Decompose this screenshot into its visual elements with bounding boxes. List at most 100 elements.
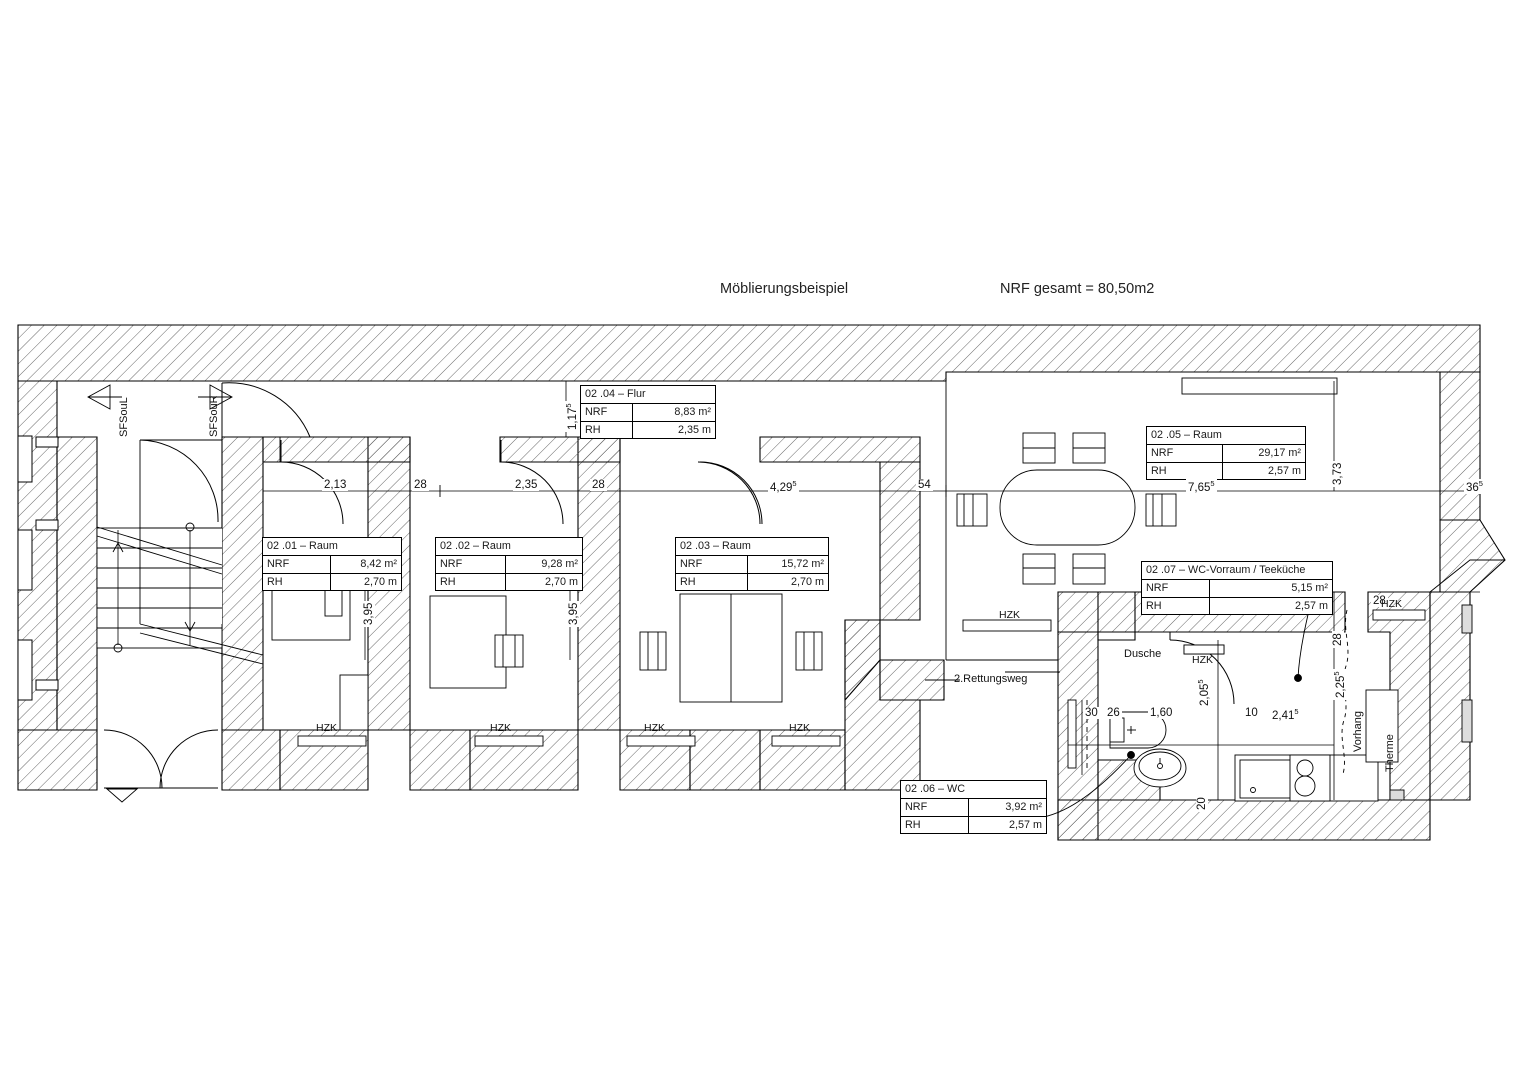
- label-hzk-1: HZK: [316, 722, 337, 734]
- label-sfsoul: SFSouL: [118, 397, 130, 437]
- room-nrf-value: 9,28 m²: [541, 557, 578, 570]
- room-nrf-value: 29,17 m²: [1258, 446, 1301, 459]
- room-nrf-value: 5,15 m²: [1291, 581, 1328, 594]
- room-nrf-value: 8,83 m²: [674, 405, 711, 418]
- room-nrf-row: NRF 8,83 m²: [581, 403, 715, 422]
- dimension-1-60: 1,60: [1148, 707, 1175, 719]
- label-therme: Therme: [1384, 734, 1396, 772]
- room-rh-value: 2,70 m: [363, 575, 397, 588]
- room-rh-value: 2,57 m: [1294, 599, 1328, 612]
- room-table-05: 02 .05 – Raum NRF 29,17 m² RH 2,57 m: [1146, 426, 1306, 481]
- room-rh-row: RH 2,57 m: [901, 816, 1046, 834]
- room-rh-value: 2,57 m: [1008, 818, 1042, 831]
- dimension-36: 365: [1464, 479, 1485, 494]
- interior-thin-lines: [262, 372, 1441, 730]
- room-rh-row: RH 2,70 m: [676, 573, 828, 591]
- dimension-28-right: 28: [1332, 631, 1344, 648]
- room-rh-row: RH 2,70 m: [263, 573, 401, 591]
- room-nrf-value: 8,42 m²: [360, 557, 397, 570]
- room-nrf-value: 15,72 m²: [781, 557, 824, 570]
- label-rettungsweg: 2.Rettungsweg: [954, 673, 1028, 685]
- room-rh-key: RH: [901, 816, 969, 834]
- page-title-right: NRF gesamt = 80,50m2: [1000, 281, 1155, 297]
- dimension-4-29: 4,295: [768, 479, 799, 494]
- label-sfsour: SFSouR: [208, 395, 220, 437]
- room-rh-row: RH 2,57 m: [1147, 462, 1305, 480]
- level-marker-triangle: [105, 788, 139, 803]
- dimension-2-41: 2,415: [1270, 707, 1301, 722]
- room-rh-key: RH: [263, 573, 331, 591]
- dimension-2-35: 2,35: [513, 479, 540, 491]
- room-nrf-key: NRF: [676, 555, 748, 573]
- room-header: 02 .02 – Raum: [436, 538, 582, 556]
- dimension-20: 20: [1196, 795, 1208, 812]
- dimension-28-b: 28: [590, 479, 607, 491]
- label-hzk-4: HZK: [789, 722, 810, 734]
- room-rh-key: RH: [436, 573, 506, 591]
- room-rh-value: 2,35 m: [677, 423, 711, 436]
- dimension-30: 30: [1083, 707, 1100, 719]
- dimension-28-far-right: 28: [1371, 595, 1388, 607]
- dimension-10: 10: [1243, 707, 1260, 719]
- room-rh-row: RH 2,70 m: [436, 573, 582, 591]
- room-nrf-key: NRF: [1142, 579, 1210, 597]
- room-header: 02 .04 – Flur: [581, 386, 715, 404]
- room-nrf-key: NRF: [1147, 444, 1223, 462]
- room-nrf-row: NRF 29,17 m²: [1147, 444, 1305, 463]
- room-header: 02 .03 – Raum: [676, 538, 828, 556]
- dimension-2-25: 2,255: [1332, 669, 1347, 700]
- room-table-02: 02 .02 – Raum NRF 9,28 m² RH 2,70 m: [435, 537, 583, 592]
- page-title-left: Möblierungsbeispiel: [720, 281, 849, 297]
- room-table-06: 02 .06 – WC NRF 3,92 m² RH 2,57 m: [900, 780, 1047, 835]
- dimension-26: 26: [1105, 707, 1122, 719]
- room-nrf-row: NRF 3,92 m²: [901, 798, 1046, 817]
- dimension-54: 54: [916, 479, 933, 491]
- label-hzk-7: HZK: [1381, 598, 1402, 610]
- room-rh-value: 2,70 m: [790, 575, 824, 588]
- room-header: 02 .06 – WC: [901, 781, 1046, 799]
- room-rh-key: RH: [1142, 597, 1210, 615]
- dimension-7-65: 7,655: [1186, 479, 1217, 494]
- dimension-1-17: 1,175: [564, 401, 579, 432]
- room-nrf-value: 3,92 m²: [1005, 800, 1042, 813]
- sf-arrows: [87, 384, 233, 410]
- dimension-3-95-b: 3,95: [568, 600, 580, 627]
- room-rh-key: RH: [676, 573, 748, 591]
- room-rh-row: RH 2,35 m: [581, 421, 715, 439]
- room-table-flur: 02 .04 – Flur NRF 8,83 m² RH 2,35 m: [580, 385, 716, 440]
- bathroom-fixtures: [1067, 609, 1399, 802]
- furniture-room-02: [429, 595, 524, 689]
- label-vorhang: Vorhang: [1352, 711, 1364, 752]
- room-header: 02 .01 – Raum: [263, 538, 401, 556]
- furniture-room-01: [271, 577, 369, 731]
- furniture-room-03: [639, 593, 823, 703]
- staircase: [96, 439, 264, 665]
- dimension-2-05: 2,055: [1196, 677, 1211, 708]
- dimension-3-73: 3,73: [1332, 460, 1344, 487]
- room-rh-value: 2,70 m: [544, 575, 578, 588]
- label-dusche: Dusche: [1124, 648, 1162, 660]
- room-nrf-key: NRF: [263, 555, 331, 573]
- dimension-2-13: 2,13: [322, 479, 349, 491]
- walls-thin-outlines: [17, 435, 59, 701]
- room-nrf-key: NRF: [901, 798, 969, 816]
- room-table-03: 02 .03 – Raum NRF 15,72 m² RH 2,70 m: [675, 537, 829, 592]
- room-header: 02 .07 – WC-Vorraum / Teeküche: [1142, 562, 1332, 580]
- room-rh-row: RH 2,57 m: [1142, 597, 1332, 615]
- room-nrf-key: NRF: [581, 403, 633, 421]
- room-nrf-row: NRF 9,28 m²: [436, 555, 582, 574]
- room-nrf-row: NRF 5,15 m²: [1142, 579, 1332, 598]
- room-nrf-row: NRF 15,72 m²: [676, 555, 828, 574]
- room-rh-key: RH: [1147, 462, 1223, 480]
- room-rh-value: 2,57 m: [1267, 464, 1301, 477]
- label-hzk-6: HZK: [1192, 654, 1213, 666]
- label-hzk-3: HZK: [644, 722, 665, 734]
- room-header: 02 .05 – Raum: [1147, 427, 1305, 445]
- room-rh-key: RH: [581, 421, 633, 439]
- right-corner-detail: [1389, 559, 1505, 801]
- room-table-07: 02 .07 – WC-Vorraum / Teeküche NRF 5,15 …: [1141, 561, 1333, 616]
- label-hzk-5: HZK: [999, 609, 1020, 621]
- room-table-01: 02 .01 – Raum NRF 8,42 m² RH 2,70 m: [262, 537, 402, 592]
- room-nrf-row: NRF 8,42 m²: [263, 555, 401, 574]
